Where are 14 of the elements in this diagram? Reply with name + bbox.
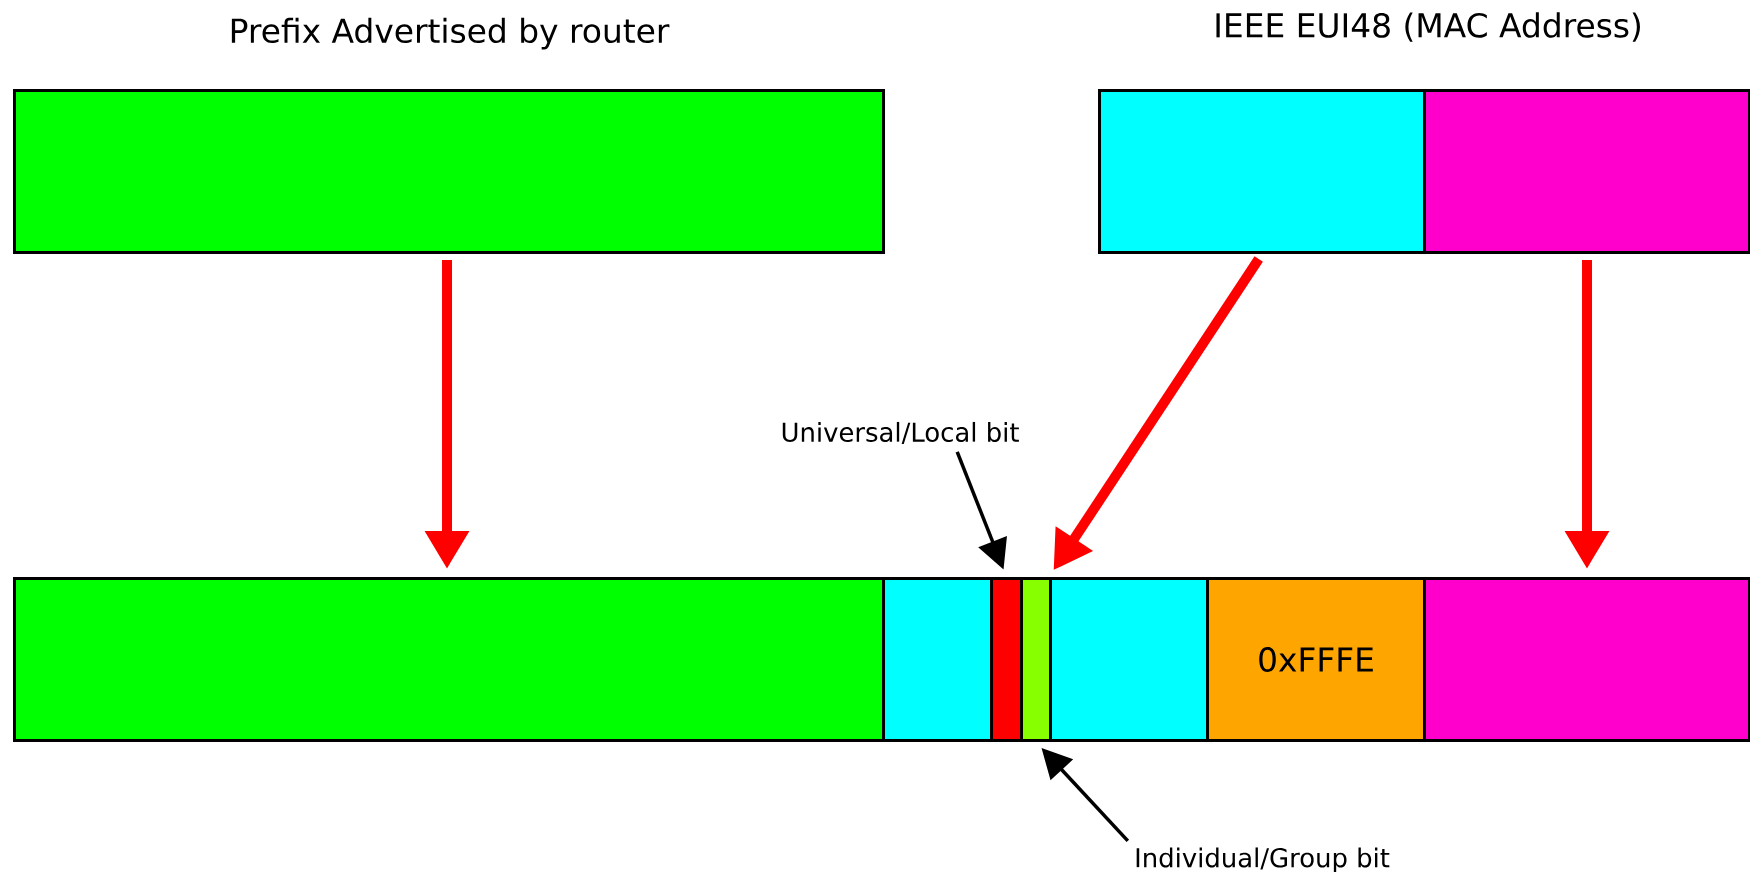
prefix-segment	[13, 577, 885, 742]
address-segment	[1049, 577, 1209, 742]
bit-label: Universal/Local bit	[782, 421, 1019, 445]
address-heading: IEEE EUI48 (MAC Address)	[1216, 12, 1640, 42]
address-segment	[1098, 89, 1426, 254]
prefix-bar: Prefix Advertised by router	[13, 17, 885, 254]
bit-field	[1020, 577, 1052, 742]
bit-label: Individual/Group bit	[1136, 847, 1390, 872]
node-label: Prefix Advertised by router	[231, 17, 670, 50]
address-segment	[1423, 89, 1750, 254]
address-segment	[1423, 577, 1750, 742]
address-segment	[882, 577, 993, 742]
filler-segment: 0xFFFE	[1206, 577, 1426, 742]
bit-field	[990, 577, 1023, 742]
